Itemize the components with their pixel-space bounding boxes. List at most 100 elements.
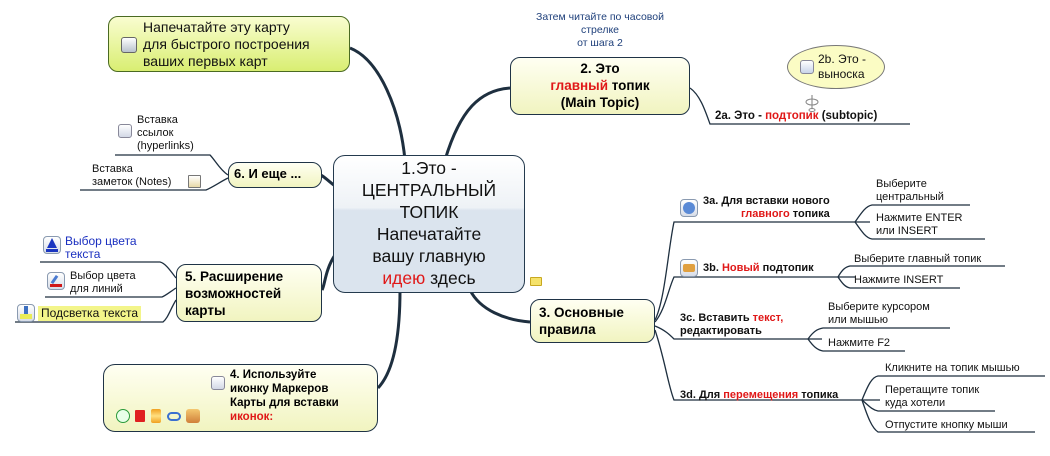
subtopic-3b-suffix: подтопик xyxy=(759,262,814,274)
note-marker-icon xyxy=(530,277,542,286)
option-3c-f2[interactable]: Нажмите F2 xyxy=(828,337,890,350)
topic-5-line-3: карты xyxy=(185,303,226,318)
branch-3a xyxy=(654,221,870,321)
subtopic-notes[interactable]: Вставка заметок (Notes) xyxy=(92,163,171,189)
subtopic-3c[interactable]: 3c. Вставить текст, редактировать xyxy=(680,312,783,338)
callout-dot-1 xyxy=(805,98,819,106)
links-line-2: ссылок xyxy=(137,127,174,139)
subtopic-highlight[interactable]: Подсветка текста xyxy=(38,306,142,321)
option-3b-insert[interactable]: Нажмите INSERT xyxy=(854,274,943,287)
main-topic-2-line-1: 2. Это xyxy=(580,61,620,76)
branch-3c xyxy=(654,325,822,340)
option-3c-f2-text: Нажмите F2 xyxy=(828,337,891,349)
subtopic-2a-suffix: (subtopic) xyxy=(818,110,878,122)
print-topic[interactable]: Напечатайте эту карту для быстрого постр… xyxy=(108,16,350,72)
central-line-2: ЦЕНТРАЛЬНЫЙ xyxy=(361,180,497,200)
subtopic-3d-prefix: 3d. Для xyxy=(680,389,724,401)
subtopic-3c-line-1: 3c. Вставить текст, xyxy=(680,312,783,325)
markers-icon xyxy=(211,376,225,390)
subtopic-3d-suffix: топика xyxy=(798,389,839,401)
option-3b-insert-text: Нажмите INSERT xyxy=(854,274,944,286)
line-color-line-1: Выбор цвета xyxy=(70,270,136,282)
line-color-line-2: для линий xyxy=(70,283,123,295)
subtopic-3c-prefix: 3c. Вставить xyxy=(680,312,753,324)
branch-5 xyxy=(320,254,337,291)
topic-4-line-2: иконку Маркеров xyxy=(230,383,329,395)
central-line-6-rest: здесь xyxy=(425,268,476,288)
topic-4-line-4: иконок: xyxy=(230,411,274,423)
central-topic[interactable]: 1.Это - ЦЕНТРАЛЬНЫЙ ТОПИК Напечатайте ва… xyxy=(333,155,525,293)
branch-highlight xyxy=(15,299,177,323)
central-line-3: ТОПИК xyxy=(399,202,459,222)
option-3d-drag[interactable]: Перетащите топик куда хотели xyxy=(885,384,979,410)
clock-icon xyxy=(116,409,130,423)
subtopic-3b[interactable]: 3b. Новый подтопик xyxy=(703,262,814,275)
callout-line-1: 2b. Это - xyxy=(818,52,867,66)
moving-word: перемещения xyxy=(723,389,799,401)
highlight-icon xyxy=(17,304,35,322)
option-3a-enter[interactable]: Нажмите ENTER или INSERT xyxy=(876,212,963,238)
printer-icon xyxy=(121,37,137,53)
option-3c-cursor[interactable]: Выберите курсором или мышью xyxy=(828,301,930,327)
subtopic-2a[interactable]: 2a. Это - подтопик (subtopic) xyxy=(715,110,877,123)
branch-print xyxy=(349,46,407,161)
print-topic-line-1: Напечатайте эту карту xyxy=(143,19,290,35)
subtopic-3a-line-2: главного топика xyxy=(703,208,830,221)
option-3b-select[interactable]: Выберите главный топик xyxy=(854,253,981,266)
highlight-text: Подсветка текста xyxy=(41,306,139,320)
new-topic-icon xyxy=(680,199,698,217)
option-3a-select[interactable]: Выберите центральный xyxy=(876,178,944,204)
subtopic-3a-line-2-rest: топика xyxy=(789,208,830,220)
option-3d-release[interactable]: Отпустите кнопку мыши xyxy=(885,419,1008,432)
branch-3a-opt2 xyxy=(854,221,985,240)
branch-3b-opt2 xyxy=(837,276,960,289)
print-topic-line-2: для быстрого построения xyxy=(143,36,310,52)
option-3d-click-text: Кликните на топик мышью xyxy=(885,362,1020,374)
marker-icons-row xyxy=(116,409,206,423)
links-line-1: Вставка xyxy=(137,114,178,126)
subtopic-text-color[interactable]: Выбор цвета текста xyxy=(65,235,137,261)
topic-4-markers[interactable]: 4. Используйте иконку Маркеров Карты для… xyxy=(103,364,378,432)
option-3d-drag-line-1: Перетащите топик xyxy=(885,384,980,396)
subtopic-line-color[interactable]: Выбор цвета для линий xyxy=(70,270,136,296)
option-3d-click[interactable]: Кликните на топик мышью xyxy=(885,362,1020,375)
callout-line-2: выноска xyxy=(818,67,865,81)
main-topic-2-line-3: (Main Topic) xyxy=(560,95,640,110)
top-note-line-1: Затем читайте по часовой xyxy=(536,11,664,23)
callout-text: 2b. Это - выноска xyxy=(818,52,866,82)
option-3a-select-line-2: центральный xyxy=(876,191,944,203)
main-word: главного xyxy=(741,208,790,220)
option-3d-release-text: Отпустите кнопку мыши xyxy=(885,419,1008,431)
option-3a-enter-line-1: Нажмите ENTER xyxy=(876,212,963,224)
topic-3-basic-rules[interactable]: 3. Основные правила xyxy=(530,299,655,343)
subtopic-3d[interactable]: 3d. Для перемещения топика xyxy=(680,389,838,402)
central-line-5: вашу главную xyxy=(372,246,486,266)
central-idea-word: идею xyxy=(382,268,426,288)
branch-3b xyxy=(654,276,855,323)
top-note-line-3: от шага 2 xyxy=(577,37,623,49)
text-word: текст, xyxy=(752,312,784,324)
new-word: Новый xyxy=(721,262,760,274)
branch-3d xyxy=(654,329,880,401)
main-topic-2-line-2: главный топик xyxy=(511,77,689,94)
branch-3 xyxy=(468,289,531,324)
callout-dot-2 xyxy=(808,108,816,112)
hyperlink-icon xyxy=(118,124,132,138)
callout-icon xyxy=(800,60,814,74)
topic-5-extensions[interactable]: 5. Расширение возможностей карты xyxy=(176,264,322,322)
callout-bubble[interactable]: 2b. Это - выноска xyxy=(787,45,885,89)
topic-6-more[interactable]: 6. И еще ... xyxy=(228,162,322,188)
option-3b-select-text: Выберите главный топик xyxy=(854,253,982,265)
main-topic-2[interactable]: 2. Это главный топик (Main Topic) xyxy=(510,57,690,115)
stack-icon xyxy=(186,409,200,423)
topic-3-line-1: 3. Основные xyxy=(539,305,624,320)
top-note: Затем читайте по часовой стрелке от шага… xyxy=(520,11,680,50)
print-topic-text: Напечатайте эту карту для быстрого постр… xyxy=(143,19,310,70)
subtopic-links[interactable]: Вставка ссылок (hyperlinks) xyxy=(137,114,194,153)
text-color-icon xyxy=(43,236,61,254)
subtopic-3a[interactable]: 3a. Для вставки нового главного топика xyxy=(703,195,830,221)
branch-3c-opt2 xyxy=(807,338,905,352)
notes-icon xyxy=(188,175,201,188)
